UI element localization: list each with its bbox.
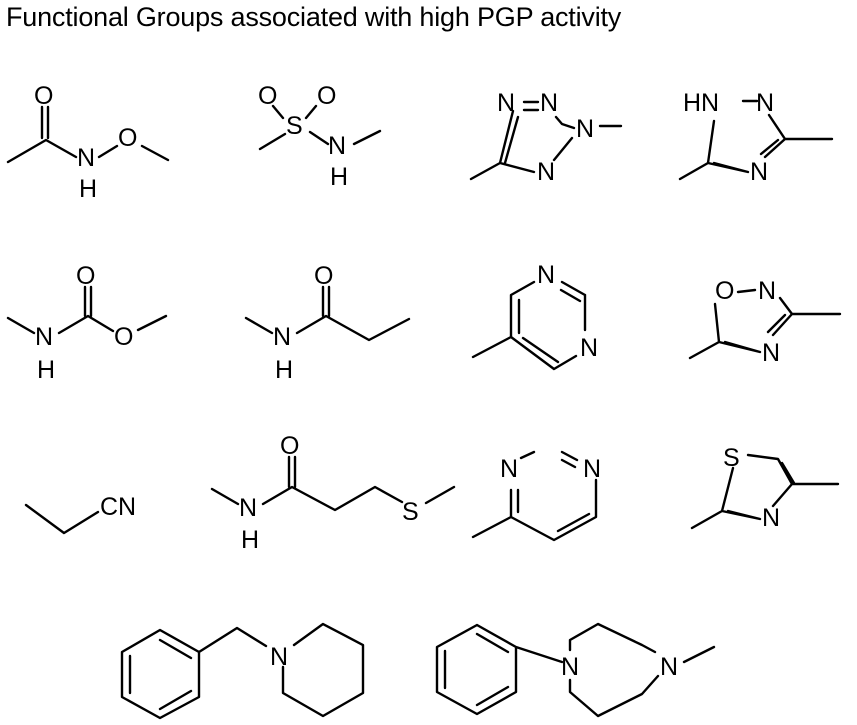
structure-benzylpiperidine: N bbox=[120, 622, 365, 720]
atom-label: S bbox=[723, 444, 740, 472]
atom-label: N bbox=[270, 643, 288, 671]
atom-label: N bbox=[762, 504, 780, 532]
atom-label: N bbox=[750, 158, 768, 186]
atom-label: CN bbox=[100, 493, 136, 521]
atom-label: N bbox=[77, 144, 95, 172]
atom-label: O bbox=[317, 82, 336, 110]
atom-label: N bbox=[758, 277, 776, 305]
atom-label: N bbox=[35, 323, 53, 351]
atom-label: O bbox=[258, 82, 277, 110]
structure-oxadiazole: O N N bbox=[688, 277, 842, 367]
atom-label: N bbox=[660, 653, 678, 681]
atom-label: N bbox=[328, 132, 346, 160]
atom-label: N bbox=[273, 323, 291, 351]
atom-label: O bbox=[118, 124, 137, 152]
structure-nitrile: CN bbox=[24, 493, 136, 535]
atom-label: HN bbox=[683, 89, 719, 117]
atom-label: N bbox=[762, 339, 780, 367]
atom-label: N bbox=[537, 261, 555, 289]
atom-label: S bbox=[286, 112, 303, 140]
atom-label: N bbox=[583, 455, 601, 483]
structure-pyrimidine-4: N N bbox=[471, 450, 601, 542]
atom-label: O bbox=[114, 323, 133, 351]
structure-triazole: HN N N bbox=[678, 89, 834, 186]
structure-n-methoxy-amide: O N H O bbox=[6, 82, 170, 203]
atom-label: N bbox=[580, 334, 598, 362]
structure-pyrimidine-5: N N bbox=[471, 261, 598, 371]
atom-label: S bbox=[402, 498, 419, 526]
atom-label: N bbox=[239, 494, 257, 522]
page-title: Functional Groups associated with high P… bbox=[6, 2, 622, 32]
structure-amide: O N H bbox=[244, 262, 411, 384]
atom-label: N bbox=[537, 158, 555, 186]
atom-label: N bbox=[576, 115, 594, 143]
atom-label: O bbox=[34, 82, 53, 110]
atom-label: H bbox=[79, 175, 97, 203]
atom-label: O bbox=[314, 262, 333, 290]
atom-label: N bbox=[756, 89, 774, 117]
atom-label: H bbox=[37, 356, 55, 384]
structure-tetrazole: N N N N bbox=[469, 89, 623, 186]
structure-sulfonamide: O O S N H bbox=[258, 82, 382, 191]
structure-phenylpiperazine: N N bbox=[435, 622, 716, 718]
atom-label: N bbox=[540, 89, 558, 117]
atom-label: O bbox=[76, 262, 95, 290]
atom-label: H bbox=[330, 163, 348, 191]
atom-label: N bbox=[497, 89, 515, 117]
atom-label: N bbox=[500, 455, 518, 483]
structure-carbamate: O N H O bbox=[6, 262, 168, 384]
atom-label: O bbox=[280, 432, 299, 460]
atom-label: H bbox=[275, 356, 293, 384]
structure-thioether-amide: O N H S bbox=[210, 432, 456, 554]
atom-label: O bbox=[715, 277, 734, 305]
structure-thiazole: S N bbox=[690, 444, 840, 532]
atom-label: N bbox=[561, 653, 579, 681]
atom-label: H bbox=[241, 526, 259, 554]
